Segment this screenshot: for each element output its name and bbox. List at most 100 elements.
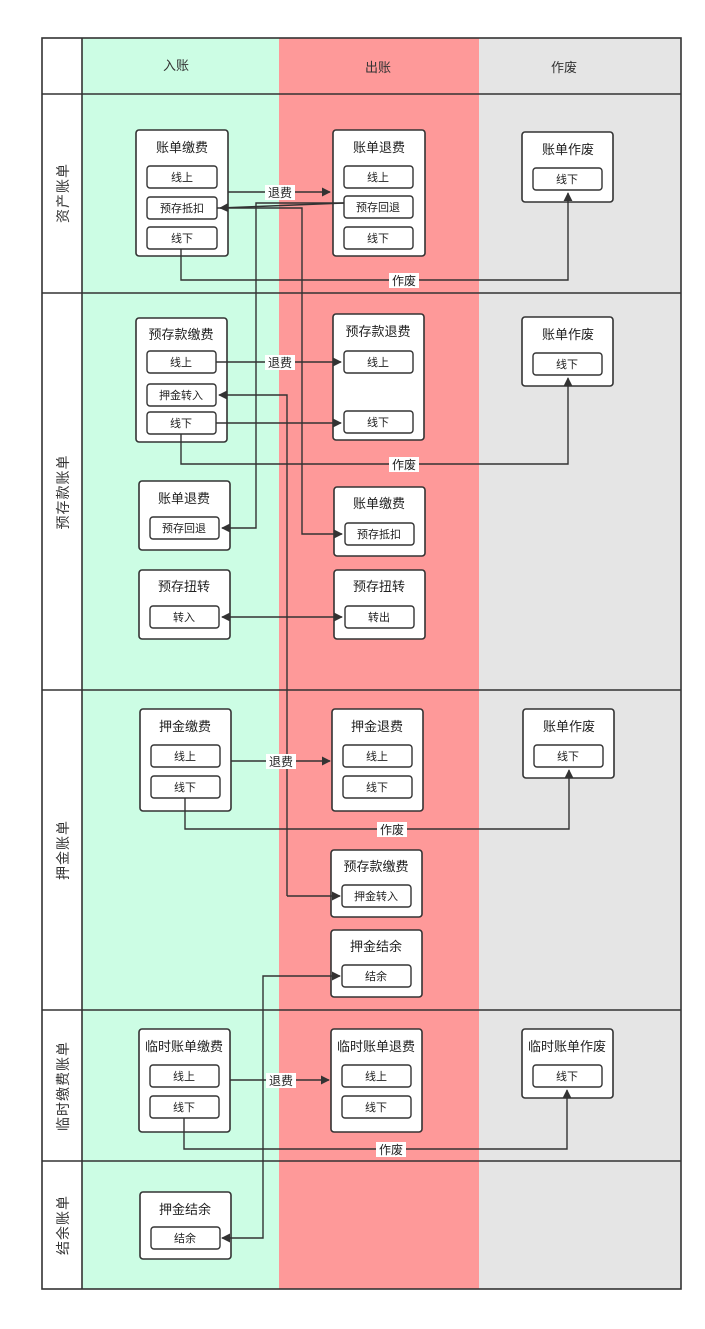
chip-label: 线下 — [557, 749, 579, 763]
box-balance-deposit: 押金结余 结余 — [139, 1191, 232, 1260]
column-header-out: 出账 — [365, 61, 391, 76]
chip-online — [343, 165, 414, 189]
chip-offline — [532, 167, 603, 191]
column-header-void: 作废 — [551, 60, 577, 76]
chip-online — [341, 1064, 412, 1088]
box-prestore-bill-refund: 账单退费 预存回退 — [138, 480, 231, 551]
box-title: 预存款退费 — [345, 325, 410, 340]
chip-label: 线下 — [170, 416, 192, 430]
edge-asset-rollback — [219, 202, 345, 213]
row-header-temp: 临时缴费账单 — [56, 1041, 72, 1131]
chip-label: 线上 — [171, 170, 193, 184]
edge-label-asset-void: 作废 — [392, 273, 416, 288]
edge-prestore-deduct — [217, 207, 343, 539]
chip-label: 转出 — [368, 610, 390, 624]
chip-label: 结余 — [365, 969, 387, 983]
box-title: 临时账单作废 — [528, 1039, 606, 1055]
edge-labels: 退费 作废 退费 作废 退费 作废 退费 作废 — [265, 185, 419, 1157]
chip-offline — [146, 226, 218, 250]
box-title: 账单缴费 — [156, 141, 208, 156]
chip-online — [149, 1064, 220, 1088]
box-title: 预存款缴费 — [148, 328, 213, 343]
edge-label-temp-refund: 退费 — [269, 1074, 293, 1088]
chip-label: 线下 — [556, 357, 578, 371]
edge-label-temp-void: 作废 — [379, 1142, 403, 1157]
box-deposit-balance: 押金结余 结余 — [330, 929, 423, 998]
chip-label: 线下 — [367, 231, 389, 245]
box-title: 预存扭转 — [353, 580, 405, 595]
chip-offline — [343, 410, 414, 434]
chip-balance — [341, 964, 412, 988]
chip-prestore-deduct — [344, 522, 415, 546]
edge-label-prestore-refund: 退费 — [268, 356, 292, 370]
chip-transfer-in — [149, 605, 220, 629]
chip-offline — [532, 1064, 603, 1088]
box-title: 账单退费 — [353, 141, 405, 156]
chip-label: 线上 — [170, 355, 192, 369]
chip-label: 线下 — [171, 231, 193, 245]
chip-balance — [150, 1226, 221, 1250]
box-prestore-transfer-out: 预存扭转 转出 — [333, 569, 426, 640]
swimlane-grid — [41, 37, 682, 1290]
chip-label: 转入 — [173, 610, 195, 624]
row-header-asset: 资产账单 — [56, 163, 72, 223]
chip-label: 线下 — [366, 780, 388, 794]
chip-transfer-out — [344, 605, 415, 629]
chip-offline — [532, 352, 603, 376]
box-title: 账单作废 — [542, 142, 594, 158]
edge-temp-void — [183, 1089, 572, 1150]
box-prestore-pay: 预存款缴费 线上 押金转入 线下 — [135, 317, 228, 443]
edge-label-asset-refund: 退费 — [268, 186, 292, 200]
edge-asset-void — [180, 192, 573, 281]
chip-label: 线下 — [173, 1100, 195, 1114]
chip-label: 线下 — [367, 415, 389, 429]
chip-label: 线上 — [365, 1069, 387, 1083]
chip-online — [343, 350, 414, 374]
chip-label: 押金转入 — [354, 889, 398, 903]
box-title: 预存扭转 — [158, 580, 210, 595]
box-title: 账单作废 — [543, 719, 595, 735]
box-title: 押金结余 — [159, 1202, 211, 1218]
box-asset-pay: 账单缴费 线上 预存抵扣 线下 — [135, 129, 229, 257]
chip-label: 预存回退 — [356, 200, 400, 214]
chip-label: 结余 — [174, 1231, 196, 1245]
chip-online — [342, 744, 413, 768]
edge-label-deposit-refund: 退费 — [269, 755, 293, 769]
lane-void-background — [479, 38, 681, 1289]
chip-label: 线下 — [174, 780, 196, 794]
column-header-in: 入账 — [163, 59, 189, 74]
box-title: 押金结余 — [350, 939, 402, 955]
chip-label: 线上 — [367, 170, 389, 184]
chip-deposit-transfer-in — [341, 884, 412, 908]
row-header-balance: 结余账单 — [55, 1195, 72, 1255]
chip-label: 线上 — [366, 749, 388, 763]
chip-label: 线上 — [173, 1069, 195, 1083]
box-title: 账单作废 — [542, 327, 594, 343]
chip-label: 线下 — [365, 1100, 387, 1114]
edge-label-deposit-void: 作废 — [380, 822, 404, 837]
box-deposit-pay: 押金缴费 线上 线下 — [139, 708, 232, 812]
chip-label: 押金转入 — [159, 388, 203, 402]
chip-offline — [342, 775, 413, 799]
edge-deposit-transfer-up — [218, 390, 288, 896]
connectors — [180, 187, 574, 1243]
box-asset-refund: 账单退费 线上 预存回退 线下 — [332, 129, 426, 257]
box-deposit-void: 账单作废 线下 — [522, 708, 615, 779]
box-title: 预存款缴费 — [343, 860, 408, 875]
box-temp-refund: 临时账单退费 线上 线下 — [330, 1028, 423, 1133]
chip-label: 预存抵扣 — [357, 527, 401, 541]
box-asset-void: 账单作废 线下 — [521, 131, 614, 203]
box-prestore-transfer-in: 预存扭转 转入 — [138, 569, 231, 640]
row-header-deposit: 押金账单 — [56, 820, 72, 880]
edge-balance — [221, 971, 341, 1243]
chip-prestore-rollback — [149, 516, 220, 540]
box-prestore-refund: 预存款退费 线上 线下 — [332, 313, 425, 441]
box-title: 临时账单退费 — [337, 1040, 415, 1055]
box-title: 临时账单缴费 — [145, 1040, 223, 1055]
chip-offline — [533, 744, 604, 768]
edge-prestore-rollback — [221, 202, 344, 533]
box-prestore-bill-pay: 账单缴费 预存抵扣 — [333, 486, 426, 557]
chip-offline — [341, 1095, 412, 1119]
